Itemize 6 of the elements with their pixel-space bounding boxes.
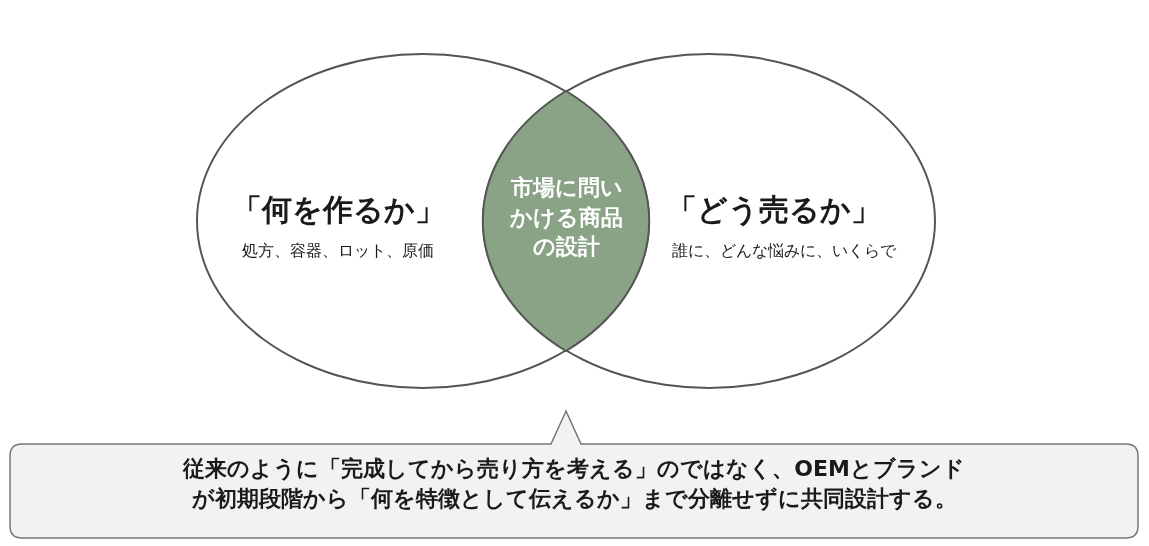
circle-heading: 「何を作るか」 [230, 191, 446, 229]
lens-label: 市場に問いかける商品の設計 [509, 174, 624, 262]
circle-heading: 「どう売るか」 [666, 191, 882, 229]
callout-text: 従来のように「完成してから売り方を考える」のではなく、OEMとブランドが初期段階から「何を特徴として伝えるか」まで分離せずに共同設計する。 [181, 455, 966, 513]
circle-subtext: 誰に、どんな悩みに、いくらで [671, 240, 897, 262]
circle-subtext: 処方、容器、ロット、原価 [241, 240, 435, 262]
